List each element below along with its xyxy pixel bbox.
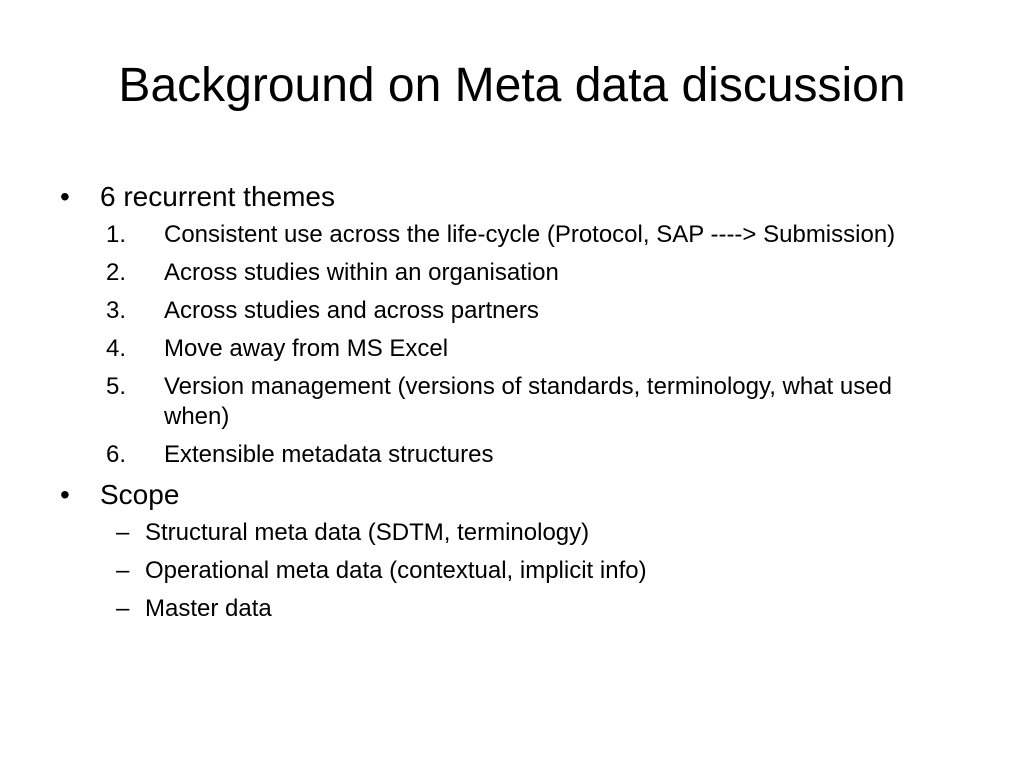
theme-item-3: 3. Across studies and across partners [60,296,960,326]
scope-item-3: – Master data [60,594,960,624]
item-number: 4. [106,335,127,362]
bullet-text: 6 recurrent themes [100,181,335,212]
bullet-recurrent-themes: • 6 recurrent themes [60,180,960,214]
theme-item-1: 1. Consistent use across the life-cycle … [60,220,960,250]
item-text: Structural meta data (SDTM, terminology) [145,519,590,546]
themes-list: 1. Consistent use across the life-cycle … [60,220,960,470]
item-number: 3. [106,297,127,324]
theme-item-2: 2. Across studies within an organisation [60,258,960,288]
item-text: Master data [145,595,272,622]
bullet-dot: • [60,181,70,212]
scope-item-2: – Operational meta data (contextual, imp… [60,556,960,586]
item-number: 2. [106,259,127,286]
item-dash: – [116,595,130,622]
item-number: 1. [106,221,127,248]
scope-list: – Structural meta data (SDTM, terminolog… [60,518,960,624]
scope-item-1: – Structural meta data (SDTM, terminolog… [60,518,960,548]
item-text: Version management (versions of standard… [164,373,892,430]
bullet-scope: • Scope [60,478,960,512]
slide-title: Background on Meta data discussion [118,59,906,112]
item-dash: – [116,519,130,546]
item-number: 5. [106,373,127,400]
item-text: Extensible metadata structures [164,441,494,468]
item-text: Move away from MS Excel [164,335,449,362]
bullet-text: Scope [100,479,180,510]
item-number: 6. [106,441,127,468]
bullet-dot: • [60,479,70,510]
theme-item-4: 4. Move away from MS Excel [60,334,960,364]
item-text: Operational meta data (contextual, impli… [145,557,647,584]
item-text: Across studies and across partners [164,297,539,324]
theme-item-6: 6. Extensible metadata structures [60,440,960,470]
item-text: Consistent use across the life-cycle (Pr… [164,221,896,248]
item-text: Across studies within an organisation [164,259,559,286]
slide-body: • 6 recurrent themes 1. Consistent use a… [60,180,960,632]
item-dash: – [116,557,130,584]
theme-item-5: 5. Version management (versions of stand… [60,372,960,432]
